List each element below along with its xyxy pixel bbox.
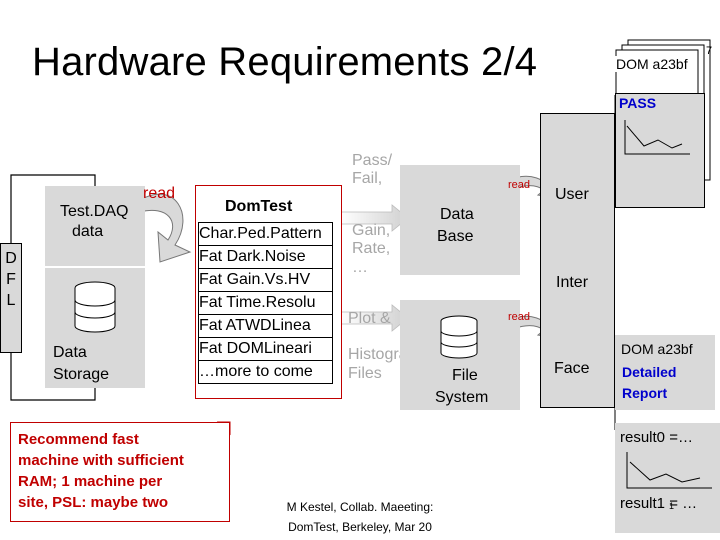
database-label-line1: Data [440, 206, 474, 223]
database-label-line2: Base [437, 228, 474, 245]
read-label-2: read [508, 179, 531, 191]
report-detailed-link[interactable]: Detailed [622, 364, 677, 380]
recommend-line: RAM; 1 machine per [18, 473, 163, 490]
detailed-report-panel [615, 335, 715, 410]
recommend-line: machine with sufficient [18, 452, 184, 469]
domtest-title: DomTest [225, 198, 293, 215]
output-pass-fail: Pass/ Fail, [352, 152, 392, 189]
data-storage-label-line2: Storage [53, 366, 110, 383]
domtest-test-list: Char.Ped.Pattern Fat Dark.Noise Fat Gain… [198, 222, 333, 384]
recommend-note [10, 422, 230, 522]
read-label-3: read [508, 311, 531, 323]
dfl-box: D F L [0, 243, 22, 353]
ui-label-inter: Inter [556, 274, 589, 291]
pass-status: PASS [619, 95, 657, 111]
dfl-letter-l: L [6, 292, 16, 309]
domtest-row: Fat ATWDLinea [199, 315, 332, 338]
data-storage-label-line1: Data [53, 344, 87, 361]
domtest-row: Fat DOMLineari [199, 338, 332, 361]
ui-label-face: Face [554, 360, 590, 377]
dom-card-label: DOM a23bf [614, 56, 690, 72]
footer-line2: DomTest, Berkeley, Mar 20 [288, 520, 432, 534]
filesystem-label-line2: System [435, 389, 489, 406]
footer-line1: M Kestel, Collab. Maeeting: [286, 500, 434, 514]
dom-card-stack-tail: 7 [706, 45, 713, 57]
output-plot-line: Plot & [348, 310, 391, 327]
report-report-link[interactable]: Report [622, 385, 668, 401]
page-title: Hardware Requirements 2/4 [32, 40, 538, 84]
mini-plot-pass [624, 120, 690, 155]
testdaq-label-line2: data [72, 223, 104, 240]
recommend-text: Recommend fast machine with sufficient R… [18, 429, 184, 513]
cursor-glyph: 1 [669, 501, 675, 511]
output-gain-line: Gain, [352, 222, 391, 239]
recommend-line: site, PSL: maybe two [18, 494, 169, 511]
domtest-row: Fat Time.Resolu [199, 292, 332, 315]
output-pass-fail-line1: Pass/ [352, 152, 393, 169]
filesystem-label-line1: File [452, 367, 478, 384]
result0-label: result0 =… [620, 429, 693, 446]
testdaq-label-line1: Test.DAQ [60, 203, 129, 220]
report-dom-label: DOM a23bf [621, 341, 693, 357]
output-rate-line: Rate, [352, 240, 391, 258]
ui-label-user: User [555, 186, 589, 203]
domtest-row: Fat Gain.Vs.HV [199, 269, 332, 292]
domtest-row: …more to come [199, 363, 313, 380]
output-pass-fail-line2: Fail, [352, 170, 383, 188]
results-panel [615, 423, 720, 533]
result1-label: result1 = … [620, 495, 698, 512]
database-panel [400, 165, 520, 275]
dfl-connector-bottom [10, 353, 96, 401]
mini-plot-result [626, 452, 712, 489]
recommend-line: Recommend fast [18, 431, 139, 448]
domtest-box [195, 185, 342, 399]
user-interface-panel [540, 113, 615, 408]
disk-stack-icon [440, 315, 478, 359]
dfl-letter-d: D [5, 250, 17, 267]
output-files-line: Files [348, 364, 382, 382]
domtest-row: Fat Dark.Noise [199, 246, 332, 269]
pass-result-panel [615, 93, 705, 208]
dfl-letter-f: F [6, 271, 16, 288]
testdaq-panel [45, 186, 145, 266]
domtest-row: Char.Ped.Pattern [199, 223, 332, 246]
disk-stack-icon [74, 281, 116, 333]
output-gain-rate: Gain, Rate, … [352, 222, 390, 277]
read-label-1: read [143, 185, 176, 202]
read-arrow-curve [139, 193, 192, 263]
output-ellipsis-line: … [352, 258, 368, 276]
dfl-connector-top [10, 174, 96, 243]
slide-footer: M Kestel, Collab. Maeeting: DomTest, Ber… [270, 497, 450, 537]
